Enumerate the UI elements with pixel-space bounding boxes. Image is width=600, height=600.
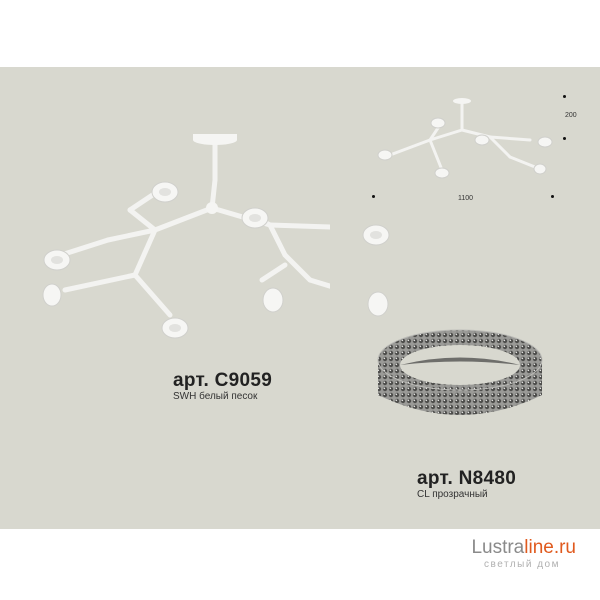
logo-tld: line.ru <box>524 537 576 558</box>
width-marker-left <box>372 195 375 198</box>
product-1-article: арт. C9059 <box>173 370 273 391</box>
width-dimension: 1100 <box>458 195 474 202</box>
product-1-finish: SWH белый песок <box>173 391 258 402</box>
dimension-preview <box>377 98 553 179</box>
chandelier-illustration <box>42 134 330 339</box>
background-panel <box>0 67 600 529</box>
logo-name: Lustra <box>471 537 525 558</box>
width-marker-right <box>551 195 554 198</box>
height-marker-top <box>563 95 566 98</box>
chandelier-right-heads <box>262 224 390 317</box>
crystal-ring-illustration <box>377 329 543 415</box>
height-dimension: 200 <box>565 112 577 119</box>
lustraline-logo[interactable]: Lustraline.ru светлый дом <box>430 537 590 577</box>
product-2-finish: CL прозрачный <box>417 489 488 500</box>
logo-tagline: светлый дом <box>484 559 560 570</box>
product-2-article: арт. N8480 <box>417 468 517 489</box>
height-marker-bottom <box>563 137 566 140</box>
